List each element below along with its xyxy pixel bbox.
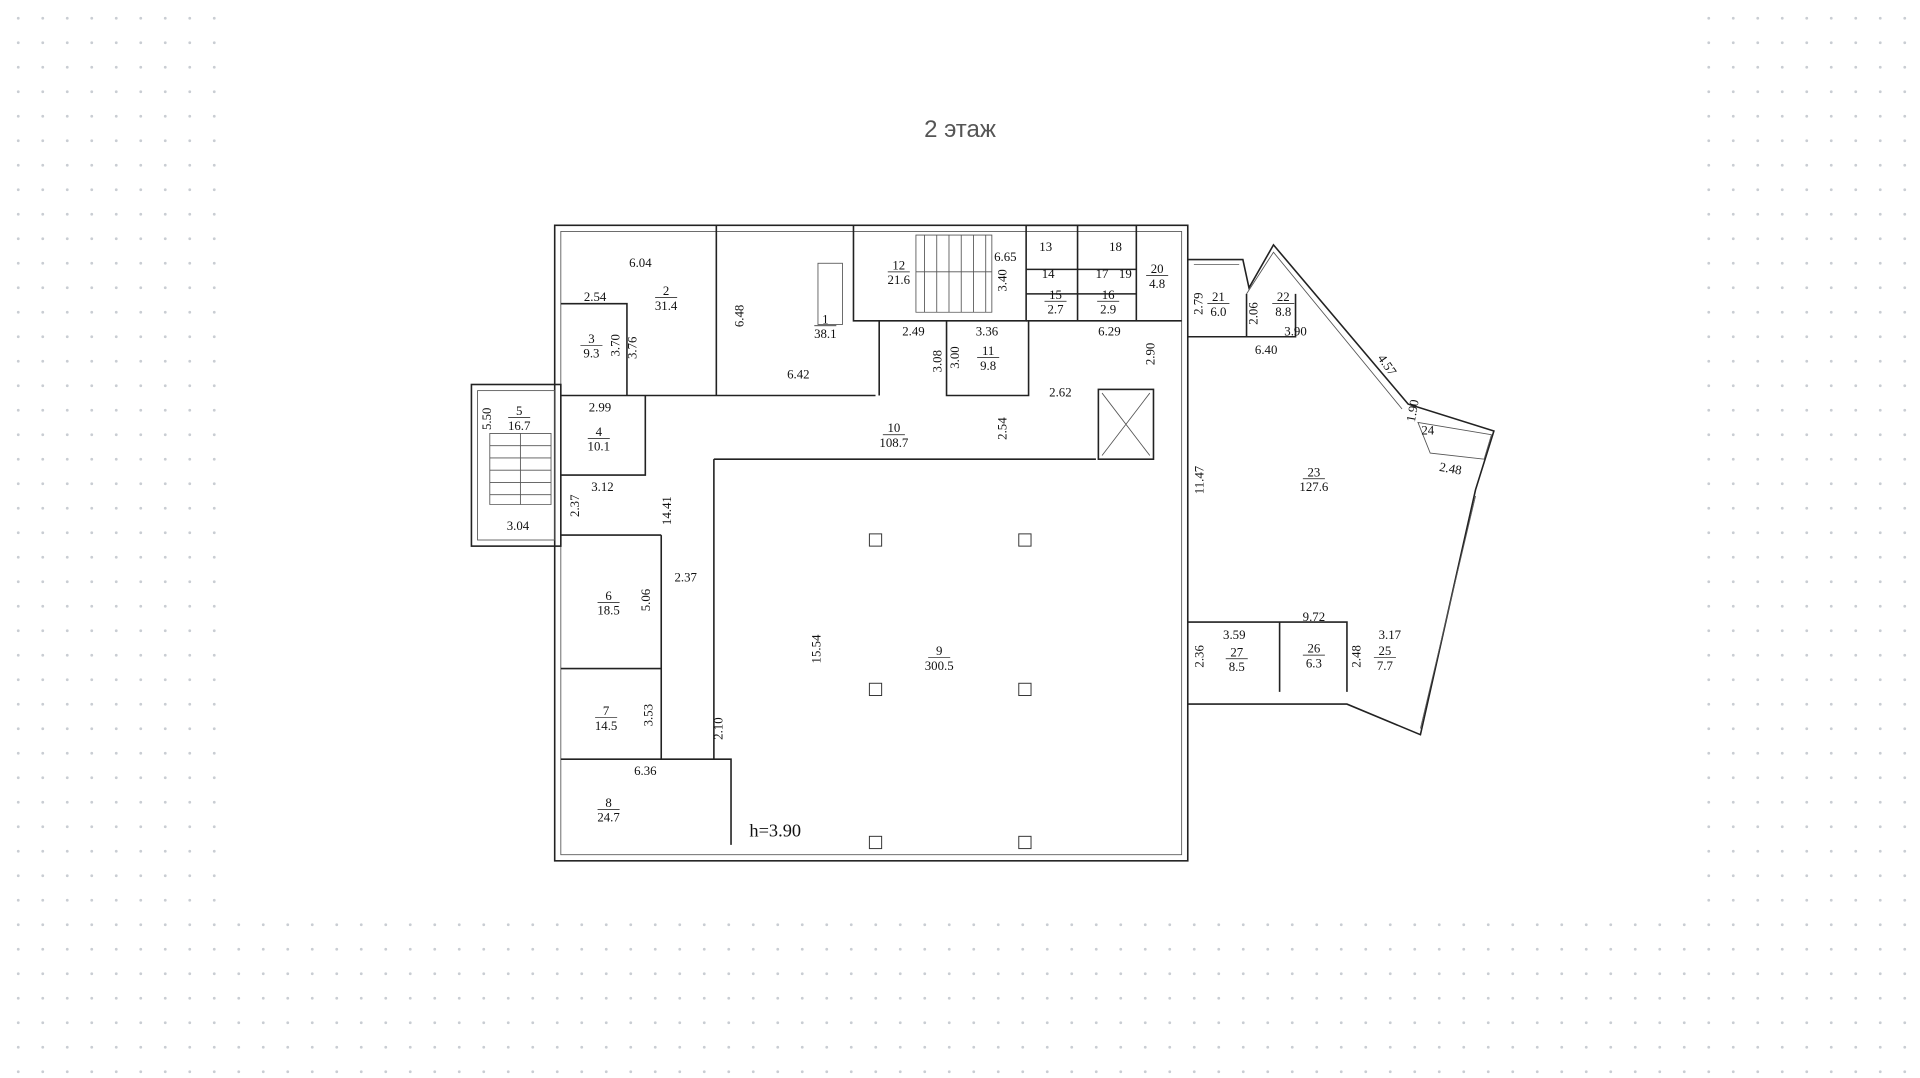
room-number: 13 [1039,240,1052,254]
room-area: 108.7 [879,436,908,450]
room-number: 17 [1096,267,1109,281]
dimension-label: 5.50 [480,408,494,430]
dimension-label: 2.48 [1349,645,1363,667]
room-number: 21 [1212,290,1225,304]
room-area: 2.7 [1047,302,1064,316]
room-area: 8.8 [1275,305,1291,319]
dimension-label: 2.06 [1247,302,1261,325]
dimension-label: 2.62 [1049,386,1071,400]
room-area: 9.3 [583,347,599,361]
dimension-label: 3.90 [1284,325,1306,339]
dimension-label: 3.00 [948,346,962,368]
room-number: 25 [1378,644,1391,658]
room-number: 26 [1307,642,1320,656]
dimension-label: 6.36 [634,764,657,778]
room-area: 4.8 [1149,277,1165,291]
room-number: 11 [982,344,994,358]
room-area: 9.8 [980,359,996,373]
room-number: 20 [1151,262,1164,276]
room-area: 21.6 [888,273,911,287]
room-area: 7.7 [1377,659,1394,673]
dimension-label: 15.54 [809,634,823,663]
dimension-label: 2.49 [902,325,924,339]
dimension-label: 2.37 [674,571,697,585]
room-number: 19 [1119,267,1132,281]
dimension-label: 3.08 [931,350,945,372]
room-number: 27 [1230,645,1243,659]
room-number: 5 [516,404,522,418]
dimension-label: 11.47 [1193,465,1207,494]
room-number: 8 [605,796,611,810]
dimension-label: 3.12 [591,480,613,494]
dimension-label: 3.36 [976,325,999,339]
dimension-label: 3.53 [642,704,656,726]
dimension-label: 3.40 [996,269,1010,291]
dimension-label: 14.41 [660,496,674,525]
dimension-label: 2.37 [568,494,582,517]
ceiling-height-label: h=3.90 [749,820,801,840]
walls [470,224,1495,862]
dimension-label: 4.57 [1375,352,1400,379]
room-area: 10.1 [588,440,610,454]
room-area: 6.3 [1306,656,1322,670]
room-area: 18.5 [597,604,619,618]
room-area: 127.6 [1299,480,1328,494]
dimension-label: 3.04 [507,519,530,533]
room-area: 6.0 [1210,305,1226,319]
dimension-label: 2.79 [1191,292,1205,314]
dimension-label: 6.40 [1255,343,1277,357]
plan-background [233,0,1690,906]
room-area: 24.7 [597,811,620,825]
dimension-label: 2.54 [996,417,1010,440]
room-number: 15 [1049,288,1062,302]
room-area: 300.5 [925,659,954,673]
room-number: 7 [603,704,610,718]
dimension-label: 2.10 [711,717,725,739]
dimension-label: 3.59 [1223,628,1245,642]
room-area: 8.5 [1229,660,1245,674]
room-number: 16 [1102,288,1115,302]
dimension-label: 6.04 [629,256,652,270]
dimension-label: 2.54 [584,290,607,304]
room-number: 3 [588,332,594,346]
floor-title: 2 этаж [924,116,996,143]
dimension-label: 2.48 [1438,460,1463,478]
room-number: 9 [936,644,942,658]
dimension-label: 6.48 [732,305,746,327]
dimension-label: 2.36 [1193,645,1207,668]
dimension-label: 1.90 [1404,398,1422,423]
room-number: 6 [605,589,612,603]
room-number: 1 [822,312,828,326]
dimension-label: 6.29 [1098,325,1120,339]
dimension-label: 3.70 [609,334,623,356]
room-number: 12 [892,258,905,272]
room-number: 14 [1042,267,1055,281]
room-number: 18 [1109,240,1122,254]
dimension-label: 3.76 [626,336,640,359]
room-number: 4 [596,425,603,439]
dimension-label: 3.17 [1379,628,1402,642]
dimension-label: 6.42 [787,367,809,381]
room-number: 22 [1277,290,1290,304]
room-area: 16.7 [508,419,531,433]
room-number: 10 [887,421,900,435]
dimension-label: 5.06 [639,588,653,611]
dimension-label: 2.90 [1144,343,1158,365]
dimension-label: 2.99 [589,400,611,414]
room-area: 2.9 [1100,302,1116,316]
room-area: 38.1 [814,327,836,341]
dimension-label: 6.65 [994,250,1016,264]
dimension-label: 9.72 [1303,610,1325,624]
room-area: 31.4 [655,299,678,313]
room-number: 2 [663,284,669,298]
room-number: 23 [1307,465,1320,479]
room-number: 24 [1421,424,1434,438]
room-area: 14.5 [595,719,617,733]
